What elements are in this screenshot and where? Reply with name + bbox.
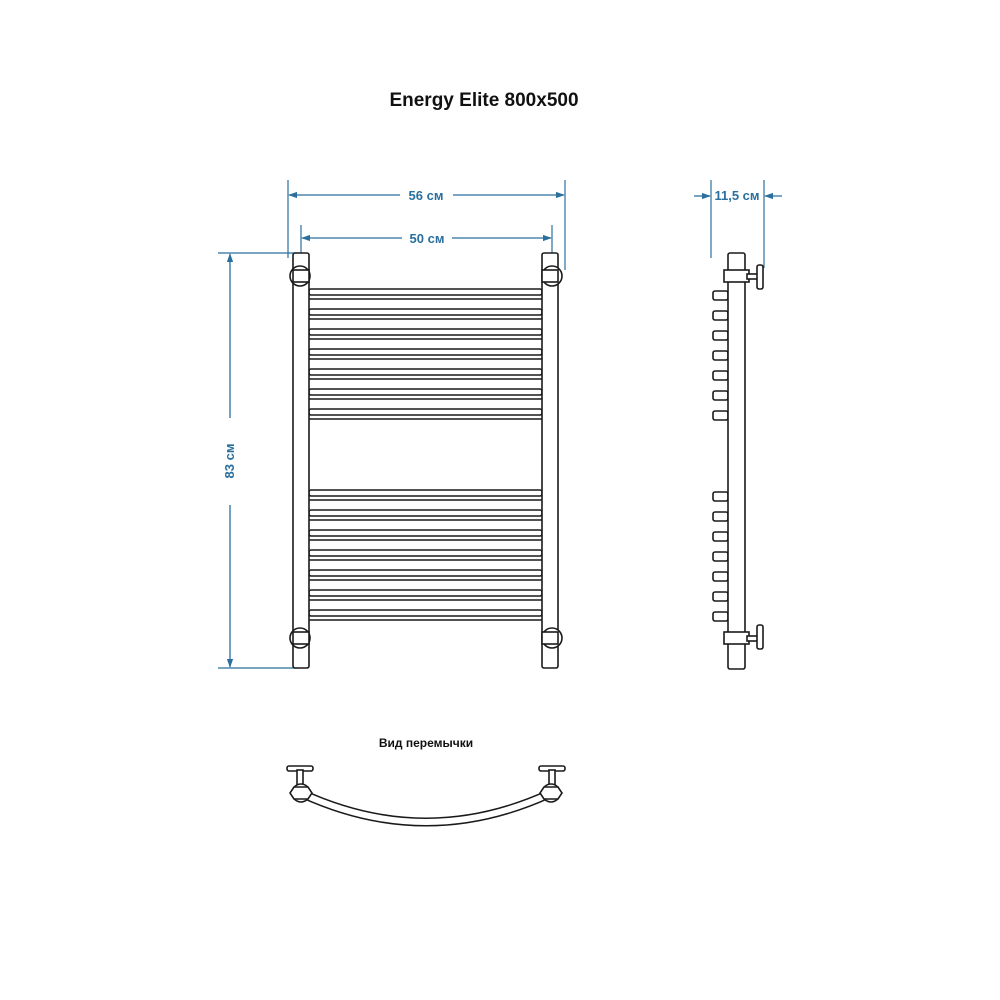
side-bar-stub: [712, 611, 729, 622]
jumper-view: Вид перемычки: [286, 736, 566, 827]
jumper-left-fitting: [286, 765, 314, 803]
diagram-title: Energy Elite 800x500: [389, 90, 578, 111]
rung: [308, 609, 543, 621]
side-bar-stub: [712, 551, 729, 562]
side-bar-stub: [712, 350, 729, 361]
side-bar-stub: [712, 410, 729, 421]
label-width-outer: 56 см: [409, 188, 444, 203]
rung: [308, 408, 543, 420]
side-upright: [727, 252, 746, 670]
rung: [308, 308, 543, 320]
rung: [308, 549, 543, 561]
side-bottom-mount: [723, 624, 764, 650]
dimension-height: 83 см: [218, 252, 298, 669]
rung: [308, 388, 543, 400]
label-depth: 11,5 см: [714, 188, 759, 203]
side-bar-stub: [712, 330, 729, 341]
jumper-right-fitting: [538, 765, 566, 803]
side-bar-stub: [712, 511, 729, 522]
right-upright: [541, 252, 563, 669]
rung: [308, 368, 543, 380]
side-bar-stub: [712, 310, 729, 321]
rungs: [308, 288, 543, 621]
rung: [308, 489, 543, 501]
side-bar-stub: [712, 390, 729, 401]
side-bar-stub: [712, 531, 729, 542]
side-bar-stub: [712, 290, 729, 301]
label-width-inner: 50 см: [410, 231, 445, 246]
jumper-view-label: Вид перемычки: [379, 736, 473, 750]
rung: [308, 328, 543, 340]
rung: [308, 288, 543, 300]
rung: [308, 589, 543, 601]
rung: [308, 348, 543, 360]
label-height: 83 см: [222, 444, 237, 479]
side-bar-stub: [712, 591, 729, 602]
side-bar-stub: [712, 571, 729, 582]
front-view: 56 см 50 см 83 см: [218, 180, 566, 669]
side-top-mount: [723, 264, 764, 290]
side-bars: [712, 290, 729, 622]
dimension-width-outer: 56 см: [287, 180, 566, 270]
rung: [308, 529, 543, 541]
rung: [308, 569, 543, 581]
dimension-width-inner: 50 см: [300, 225, 553, 258]
left-upright: [289, 252, 311, 669]
side-bar-stub: [712, 370, 729, 381]
side-view: 11,5 см: [694, 180, 782, 670]
side-bar-stub: [712, 491, 729, 502]
rung: [308, 509, 543, 521]
dimension-depth: 11,5 см: [694, 180, 782, 268]
